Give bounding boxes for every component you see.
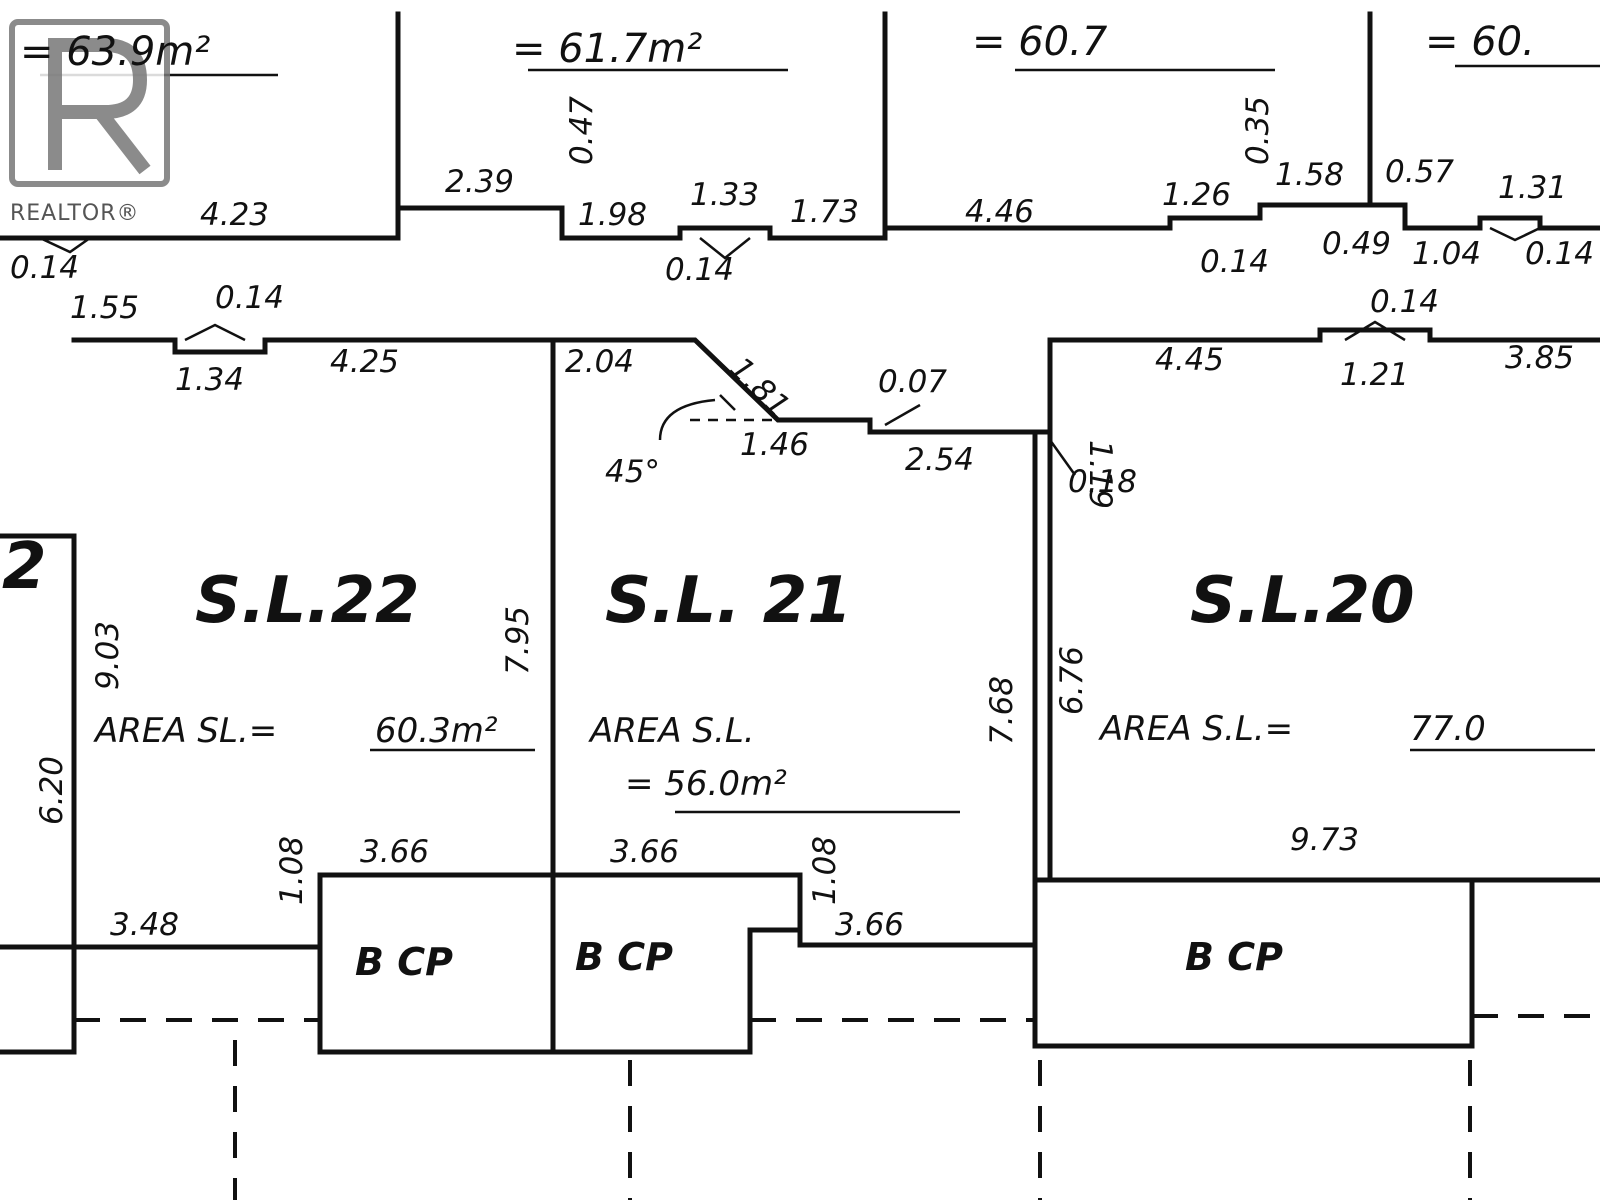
dim-label: 1.08 — [274, 836, 310, 905]
dim-label: 9.73 — [1290, 822, 1359, 858]
dim-label: 7.68 — [984, 676, 1020, 745]
dim-label: 45° — [605, 454, 660, 490]
dim-label: 4.46 — [965, 194, 1034, 230]
arrow-0-18 — [1048, 439, 1077, 476]
dim-label: 3.66 — [610, 834, 679, 870]
lot-id-sl20: S.L.20 — [1190, 564, 1415, 638]
dim-label: 0.35 — [1240, 96, 1276, 165]
dim-label: 1.34 — [175, 362, 244, 398]
notch-mark — [39, 236, 91, 254]
angle-arrow — [658, 394, 736, 441]
realtor-wordmark: REALTOR® — [10, 201, 140, 226]
dim-label: 3.48 — [110, 907, 179, 943]
dim-label: 1.73 — [790, 194, 859, 230]
dim-label: 9.03 — [90, 621, 126, 690]
realtor-logo: REALTOR® — [9, 19, 170, 226]
unit-sl21-outline — [550, 327, 1600, 435]
dim-label: 0.14 — [665, 252, 734, 288]
dim-label: 1.19 — [1082, 440, 1118, 509]
dim-label: 1.81 — [722, 350, 796, 424]
dim-label: 6.76 — [1054, 646, 1090, 715]
dim-label: 2.04 — [565, 344, 634, 380]
dim-label: 1.04 — [1412, 236, 1481, 272]
dim-label: 0.14 — [1370, 284, 1439, 320]
dim-label: 0.14 — [1200, 244, 1269, 280]
dim-label: 2.39 — [445, 164, 514, 200]
lot-id-sl22: S.L.22 — [195, 564, 420, 638]
notch-mark — [1344, 320, 1406, 342]
dim-label: 0.14 — [1525, 236, 1594, 272]
carport-sl21 — [550, 872, 803, 1055]
notch-mark — [1489, 226, 1541, 242]
lot-area-label-sl21: AREA S.L. — [588, 711, 755, 751]
upper-area-3: = 60.7 — [972, 19, 1108, 65]
unit-sl22-outline — [71, 337, 556, 950]
dim-label: 0.14 — [215, 280, 284, 316]
upper-area-4: = 60. — [1425, 19, 1535, 65]
dim-label: 1.55 — [70, 290, 139, 326]
carport-label-sl22: B CP — [355, 940, 453, 984]
upper-units-boundary — [0, 202, 1600, 241]
dim-label: 0.18 — [1068, 464, 1137, 500]
notch-mark — [699, 237, 751, 260]
dim-label: 6.20 — [34, 756, 70, 825]
dim-label: 0.14 — [10, 250, 79, 286]
lot-area-value-sl20: 77.0 — [1410, 709, 1486, 749]
dim-label: 1.33 — [690, 177, 759, 213]
dim-label: 3.85 — [1505, 340, 1574, 376]
dim-label: 1.21 — [1340, 357, 1409, 393]
dim-label: 3.66 — [835, 907, 904, 943]
dim-label: 1.31 — [1498, 170, 1567, 206]
carport-label-sl21: B CP — [575, 935, 673, 979]
carport-label-sl20: B CP — [1185, 935, 1283, 979]
lot-area-value-sl22: 60.3m² — [375, 711, 498, 751]
dim-label: 0.57 — [1385, 154, 1454, 190]
dim-label: 0.49 — [1322, 226, 1391, 262]
dim-label: 1.46 — [740, 427, 809, 463]
dim-label: 0.47 — [564, 96, 600, 165]
notch-mark — [184, 323, 246, 342]
lot-area-label-sl20: AREA S.L.= — [1098, 709, 1293, 749]
lot-area-value-sl21: = 56.0m² — [625, 764, 787, 804]
upper-area-1: = 63.9m² — [20, 29, 210, 75]
arrow-0-07 — [884, 403, 921, 427]
dim-label: 1.08 — [807, 836, 843, 905]
lot-id-sl21: S.L. 21 — [605, 564, 852, 638]
lot-id-unit-2: 2 — [2, 530, 47, 604]
dim-label: 0.07 — [878, 364, 947, 400]
upper-area-2: = 61.7m² — [512, 26, 702, 72]
dim-label: 7.95 — [500, 606, 536, 675]
dim-label: 1.98 — [578, 197, 647, 233]
dim-label: 4.45 — [1155, 342, 1224, 378]
dim-label: 2.54 — [905, 442, 974, 478]
unit-2-outline — [0, 533, 77, 1055]
dim-label: 1.26 — [1162, 177, 1231, 213]
lot-area-label-sl22: AREA SL.= — [93, 711, 277, 751]
dim-label: 4.25 — [330, 344, 399, 380]
dim-label: 4.23 — [200, 197, 269, 233]
dim-label: 3.66 — [360, 834, 429, 870]
realtor-r-glyph — [48, 38, 151, 175]
dim-label: 1.58 — [1275, 157, 1344, 193]
